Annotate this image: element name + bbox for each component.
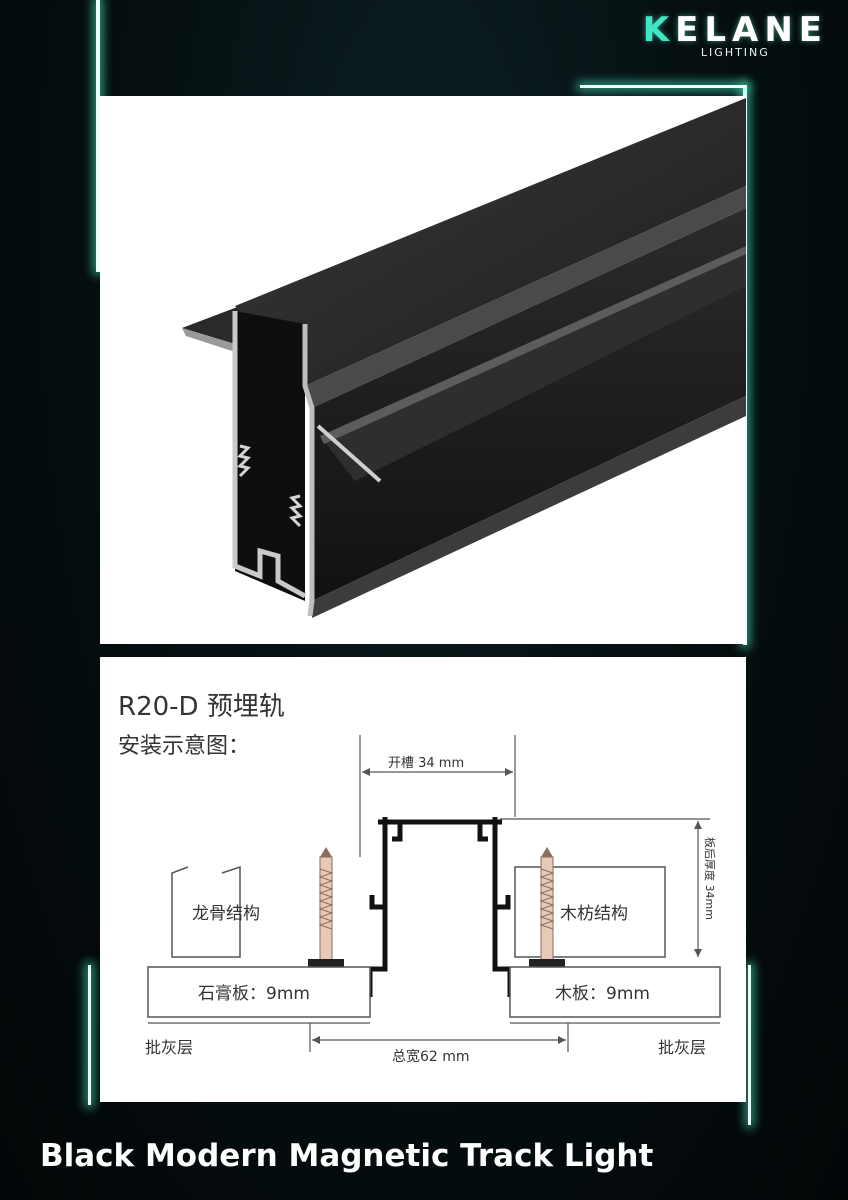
track-profile-photo bbox=[182, 98, 746, 618]
installation-diagram-panel: R20-D 预埋轨 安装示意图： 开槽 34 mm 板后厚度 34mm 龙骨结构… bbox=[100, 657, 746, 1102]
slot-dimension-label: 开槽 34 mm bbox=[388, 756, 464, 771]
glow-line-bottom-left bbox=[88, 965, 91, 1105]
diagram-title: R20-D 预埋轨 bbox=[118, 692, 285, 722]
glow-line-bottom-right bbox=[748, 965, 751, 1125]
height-dimension-label: 板后厚度 34mm bbox=[703, 837, 717, 920]
brand-subtitle: LIGHTING bbox=[700, 46, 770, 59]
left-structure-label: 龙骨结构 bbox=[192, 904, 260, 924]
right-screw bbox=[529, 847, 565, 967]
glow-line-left bbox=[96, 0, 100, 272]
right-layer-label: 批灰层 bbox=[658, 1038, 706, 1057]
left-screw bbox=[308, 847, 344, 967]
left-board-label: 石膏板：9mm bbox=[198, 983, 310, 1004]
right-structure-label: 木枋结构 bbox=[560, 904, 628, 924]
track-cross-section bbox=[367, 817, 513, 997]
brand-logo: KELANE LIGHTING bbox=[643, 10, 828, 59]
right-board-label: 木板：9mm bbox=[555, 984, 650, 1004]
total-width-label: 总宽62 mm bbox=[392, 1048, 470, 1065]
installation-diagram: R20-D 预埋轨 安装示意图： 开槽 34 mm 板后厚度 34mm 龙骨结构… bbox=[118, 692, 721, 1065]
product-caption: Black Modern Magnetic Track Light bbox=[40, 1138, 654, 1174]
diagram-subtitle: 安装示意图： bbox=[118, 734, 250, 759]
left-layer-label: 批灰层 bbox=[145, 1038, 193, 1057]
brand-name: KELANE bbox=[642, 10, 828, 50]
product-photo-panel bbox=[100, 96, 746, 644]
glow-line-top bbox=[580, 85, 746, 88]
